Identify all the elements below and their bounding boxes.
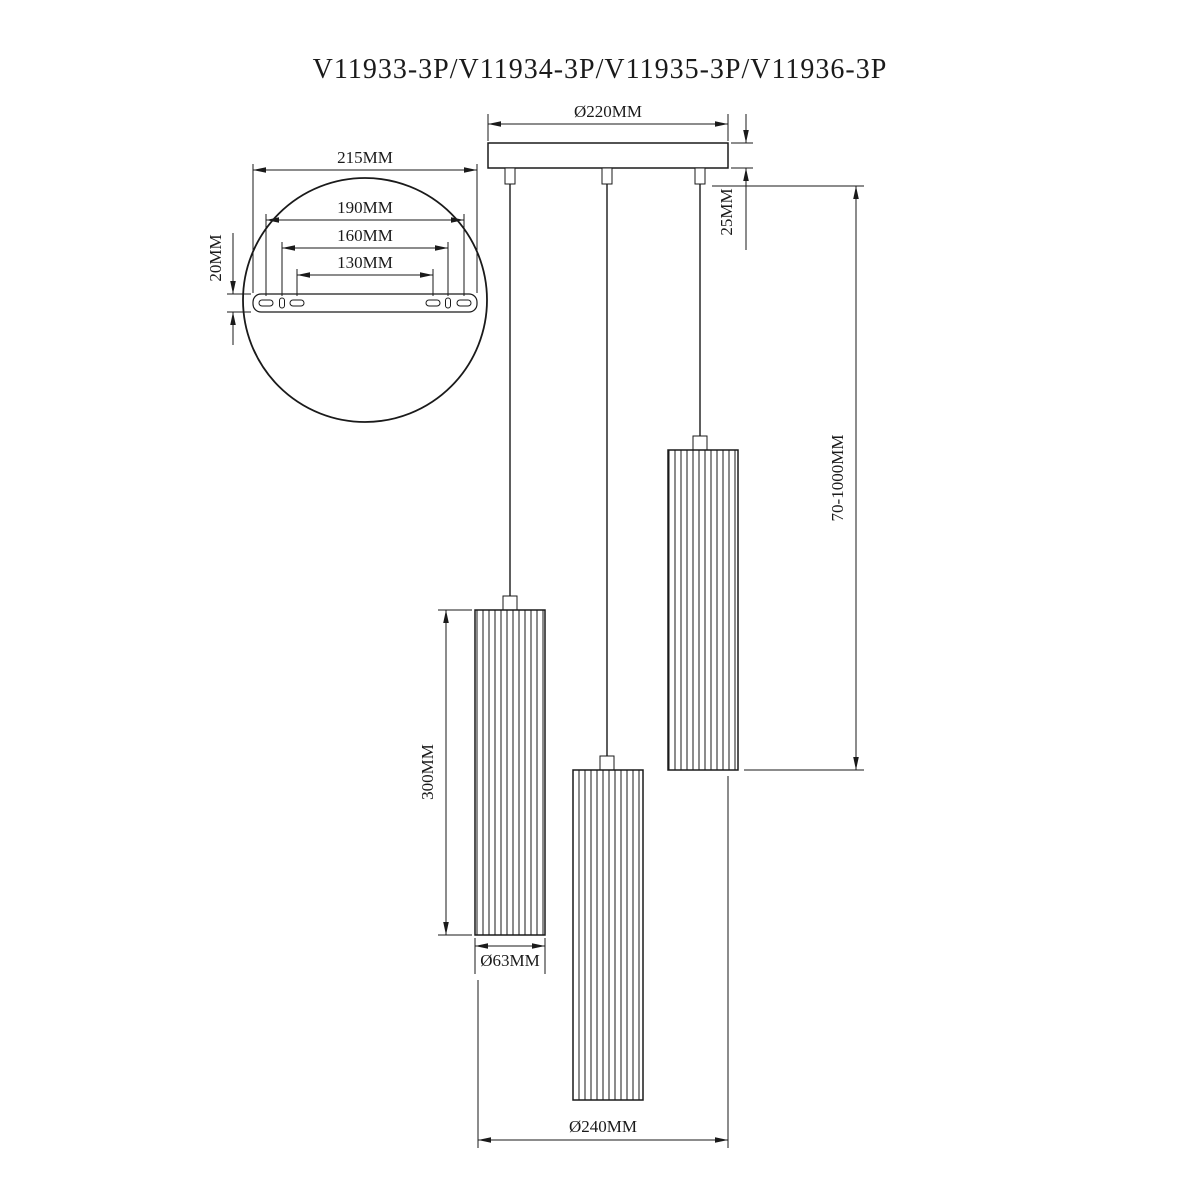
drawing-title: V11933-3P/V11934-3P/V11935-3P/V11936-3P xyxy=(313,54,888,85)
cord-fitting-right xyxy=(694,167,706,185)
detail-view: 215MM 190MM 160MM 130MM xyxy=(206,148,488,423)
dim-plate-depth: 20MM xyxy=(206,233,251,345)
dim-plate-width: 215MM xyxy=(252,148,478,293)
dim-hole-span-middle: 160MM xyxy=(281,226,449,296)
dim-canopy-height: 25MM xyxy=(717,114,753,250)
detail-circle xyxy=(242,177,488,423)
pendant-shade-middle xyxy=(572,769,644,1101)
dim-suspension-range-label: 70-1000MM xyxy=(828,435,847,522)
dim-overall-diameter: Ø240MM xyxy=(477,776,729,1148)
dim-hole-span-outer: 190MM xyxy=(265,198,465,296)
mounting-slots xyxy=(258,297,472,309)
shade-necks xyxy=(502,435,708,771)
dim-hole-span-middle-label: 160MM xyxy=(337,226,393,245)
main-view: Ø220MM 25MM xyxy=(418,102,864,1148)
pendant-shade-right xyxy=(667,449,739,771)
dim-canopy-diameter-label: Ø220MM xyxy=(574,102,642,121)
mounting-plate xyxy=(252,293,478,313)
dim-hole-span-inner-label: 130MM xyxy=(337,253,393,272)
dim-overall-diameter-label: Ø240MM xyxy=(569,1117,637,1136)
dim-plate-depth-label: 20MM xyxy=(206,234,225,281)
dim-shade-length-label: 300MM xyxy=(418,744,437,800)
dim-suspension-range: 70-1000MM xyxy=(712,185,864,771)
dim-canopy-diameter: Ø220MM xyxy=(487,102,729,141)
dim-canopy-height-label: 25MM xyxy=(717,188,736,235)
cord-fitting-middle xyxy=(601,167,613,185)
suspension-cords xyxy=(504,167,706,758)
dim-shade-length: 300MM xyxy=(418,609,472,936)
dim-hole-span-outer-label: 190MM xyxy=(337,198,393,217)
pendant-shade-left xyxy=(474,609,546,936)
dim-hole-span-inner: 130MM xyxy=(296,253,434,296)
dim-shade-diameter-label: Ø63MM xyxy=(480,951,540,970)
dim-plate-width-label: 215MM xyxy=(337,148,393,167)
dim-shade-diameter: Ø63MM xyxy=(474,938,546,974)
ceiling-canopy xyxy=(487,142,729,169)
cord-fitting-left xyxy=(504,167,516,185)
